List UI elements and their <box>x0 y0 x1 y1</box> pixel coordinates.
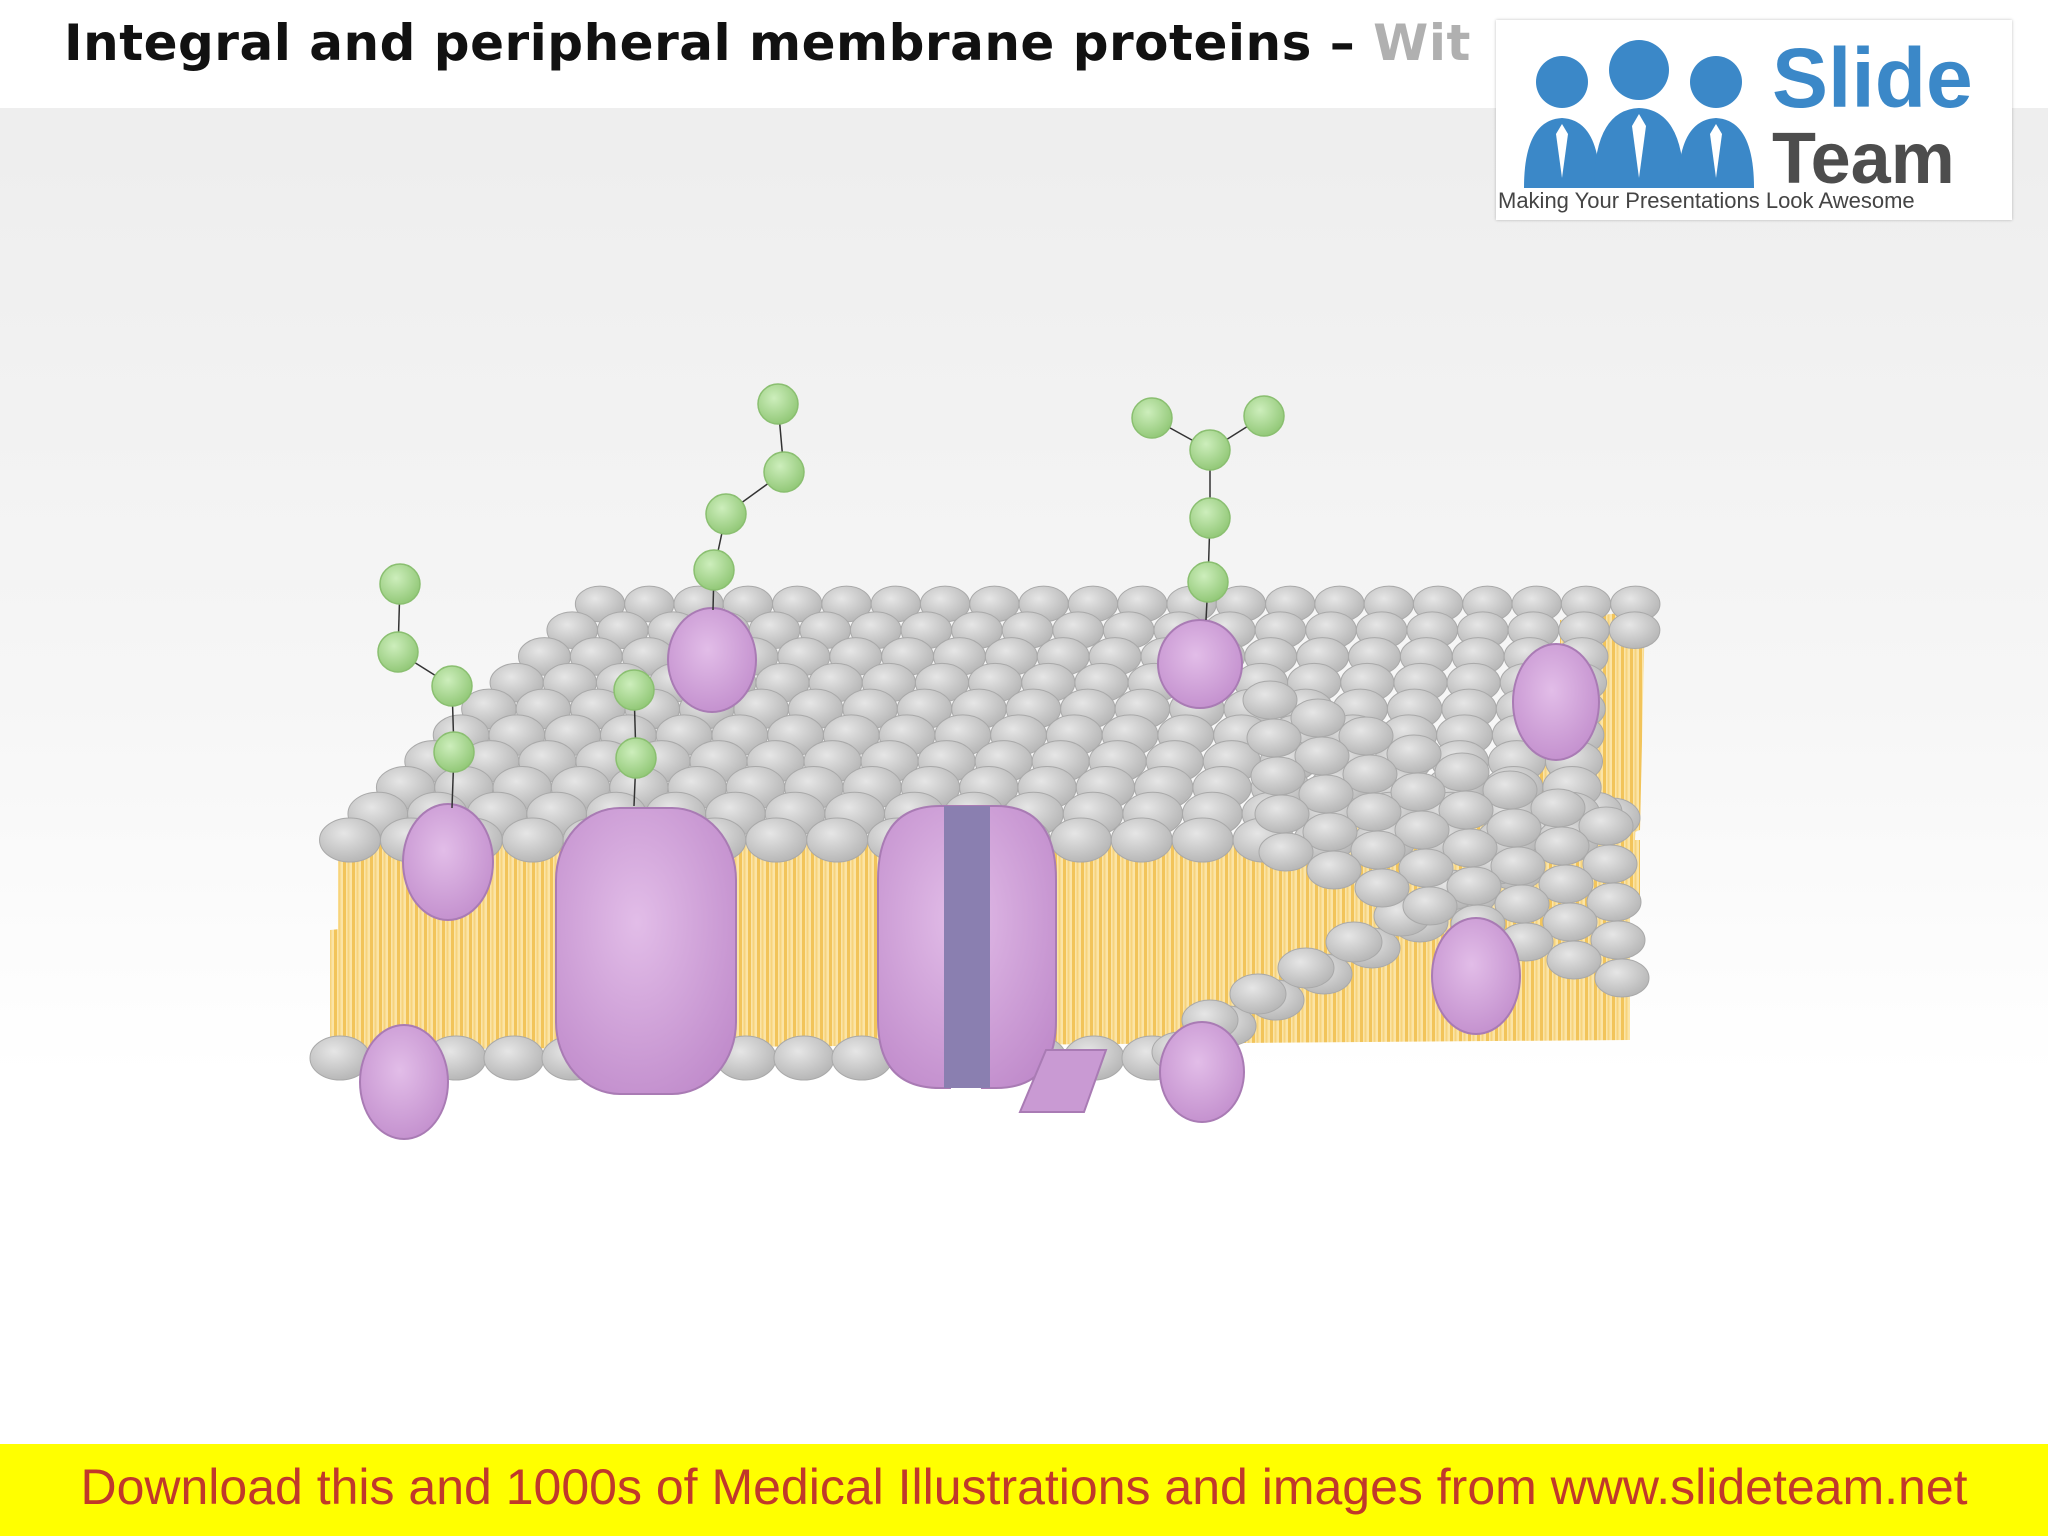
peripheral-protein-bottom-center <box>1159 1021 1245 1123</box>
lipid-head <box>806 817 869 863</box>
sugar-unit <box>613 669 655 711</box>
logo-tagline: Making Your Presentations Look Awesome <box>1498 188 1915 213</box>
sugar-unit <box>433 731 475 773</box>
slide-title: Integral and peripheral membrane protein… <box>64 14 1471 72</box>
lipid-head <box>745 817 808 863</box>
sugar-unit <box>693 549 735 591</box>
lipid-head <box>483 1035 545 1081</box>
lipid-head <box>1306 850 1362 890</box>
title-subtitle: Wit <box>1373 14 1471 72</box>
slideteam-logo: Slide Team Making Your Presentations Loo… <box>1496 20 2012 220</box>
lipid-head <box>1277 947 1335 989</box>
carbohydrate-units <box>377 383 1285 779</box>
sugar-unit <box>377 631 419 673</box>
footer-banner: Download this and 1000s of Medical Illus… <box>0 1444 2048 1536</box>
peripheral-protein-top-right <box>1157 619 1243 709</box>
peripheral-protein-lower-right <box>1431 917 1521 1035</box>
lipid-head <box>1402 886 1458 926</box>
lipid-head <box>1546 940 1602 980</box>
lipid-head <box>1608 611 1661 650</box>
lipid-head <box>501 817 564 863</box>
people-logo-icon <box>1524 40 1754 188</box>
peripheral-protein-bottom-left <box>359 1024 449 1140</box>
logo-word-slide: Slide <box>1772 31 1973 125</box>
sugar-unit <box>763 451 805 493</box>
sugar-unit <box>705 493 747 535</box>
membrane-proteins <box>359 607 1600 1140</box>
ligand-molecule <box>1018 1049 1108 1113</box>
lipid-head <box>1250 756 1306 796</box>
title-main: Integral and peripheral membrane protein… <box>64 14 1374 72</box>
sugar-unit <box>1131 397 1173 439</box>
integral-protein-large <box>555 807 737 1095</box>
sugar-unit <box>615 737 657 779</box>
sugar-unit <box>1189 429 1231 471</box>
lipid-head <box>1171 817 1234 863</box>
lipid-head <box>1258 832 1314 872</box>
lipid-head <box>1594 958 1650 998</box>
lipid-head <box>1229 973 1287 1015</box>
peripheral-protein-left <box>402 803 494 921</box>
lipid-head <box>1242 680 1298 720</box>
lipid-head <box>1110 817 1173 863</box>
lipid-head <box>1254 794 1310 834</box>
lipid-head <box>1049 817 1112 863</box>
lipid-head <box>773 1035 835 1081</box>
sugar-unit <box>757 383 799 425</box>
footer-link-text[interactable]: Download this and 1000s of Medical Illus… <box>80 1459 1968 1515</box>
sugar-unit <box>1187 561 1229 603</box>
lipid-head <box>1354 868 1410 908</box>
lipid-head <box>319 817 381 863</box>
lipid-head <box>1246 718 1302 758</box>
sugar-unit <box>379 563 421 605</box>
logo-word-team: Team <box>1772 119 1955 199</box>
channel-pore <box>944 806 990 1088</box>
peripheral-protein-top-left <box>667 607 757 713</box>
lipid-head <box>1325 921 1383 963</box>
sugar-unit <box>431 665 473 707</box>
peripheral-protein-right-edge <box>1512 643 1600 761</box>
sugar-unit <box>1189 497 1231 539</box>
sugar-unit <box>1243 395 1285 437</box>
